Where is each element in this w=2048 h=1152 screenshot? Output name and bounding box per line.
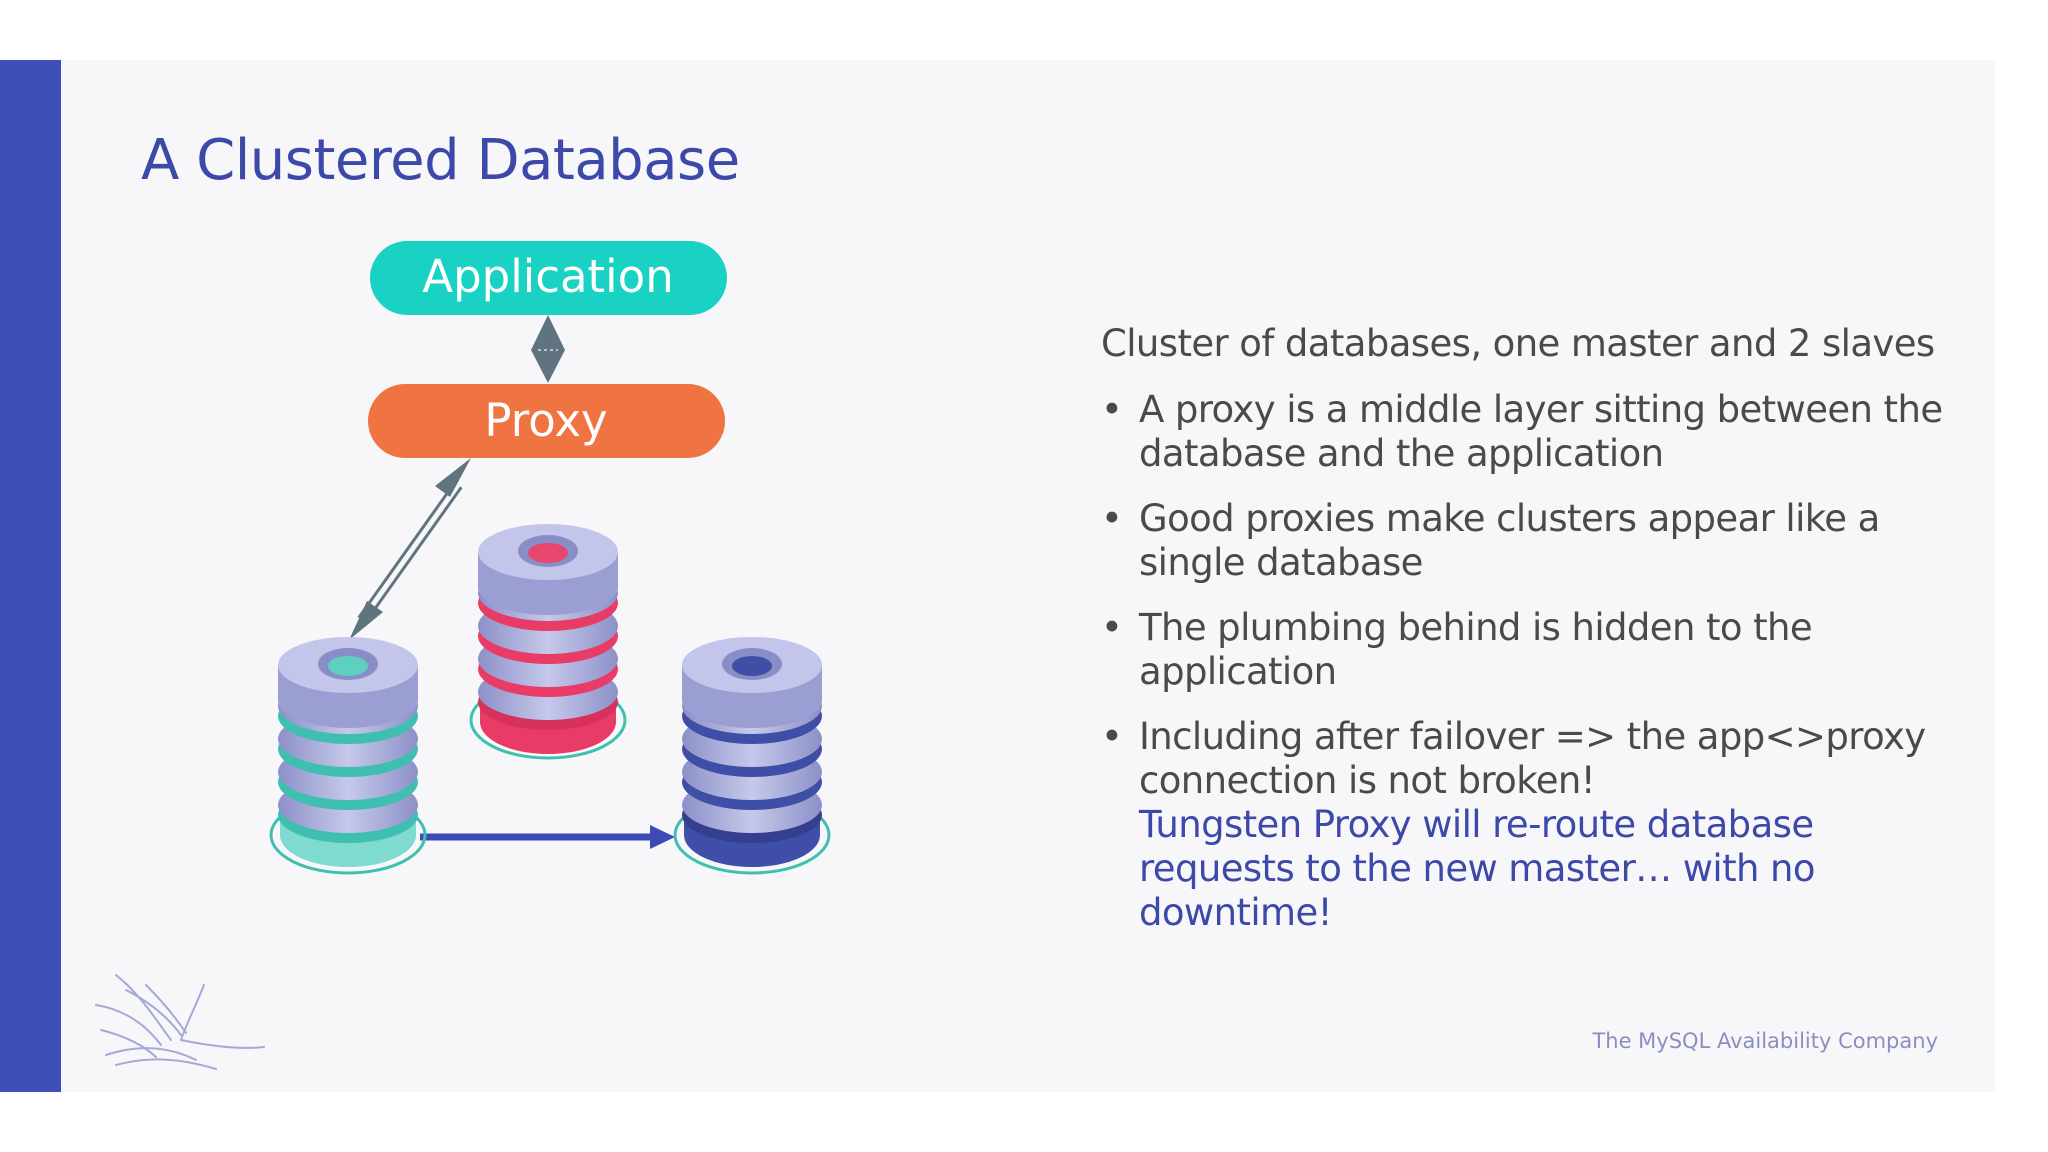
side-accent-bar (0, 60, 61, 1092)
proxy-master-arrow (349, 458, 471, 640)
lead-text: Cluster of databases, one master and 2 s… (1101, 322, 1935, 365)
proxy-label: Proxy (484, 394, 607, 447)
bullet-list: • A proxy is a middle layer sitting betw… (1101, 388, 1961, 935)
footer-tagline: The MySQL Availability Company (1592, 1029, 1938, 1053)
bullet-dot: • (1101, 388, 1123, 431)
bullet-dot: • (1101, 497, 1123, 540)
bullet-item: • Good proxies make clusters appear like… (1101, 497, 1961, 585)
slide: A Clustered Database Application (0, 60, 1995, 1092)
slide-title: A Clustered Database (141, 128, 740, 193)
slave-database-icon (673, 637, 831, 875)
highlight-text: Tungsten Proxy will re-route database re… (1139, 803, 1816, 934)
proxy-node: Proxy (368, 384, 725, 458)
cluster-diagram: Application Proxy (269, 241, 831, 875)
bullet-text: The plumbing behind is hidden to the app… (1139, 606, 1813, 693)
application-node: Application (370, 241, 727, 315)
slave-database-icon (469, 524, 627, 760)
replication-arrow (420, 825, 675, 849)
master-database-icon (269, 637, 427, 875)
continuent-birds-logo (95, 974, 265, 1070)
bullet-text: Including after failover => the app<>pro… (1139, 715, 1926, 802)
bullet-item: • The plumbing behind is hidden to the a… (1101, 606, 1961, 694)
bullet-dot: • (1101, 606, 1123, 649)
bullet-item: • Including after failover => the app<>p… (1101, 715, 1961, 935)
bullet-dot: • (1101, 715, 1123, 758)
bullet-text: A proxy is a middle layer sitting betwee… (1139, 388, 1943, 475)
app-proxy-arrow (531, 315, 565, 383)
bullet-item: • A proxy is a middle layer sitting betw… (1101, 388, 1961, 476)
bullet-text: Good proxies make clusters appear like a… (1139, 497, 1880, 584)
content-text: Cluster of databases, one master and 2 s… (1101, 322, 1961, 956)
application-label: Application (422, 250, 673, 303)
